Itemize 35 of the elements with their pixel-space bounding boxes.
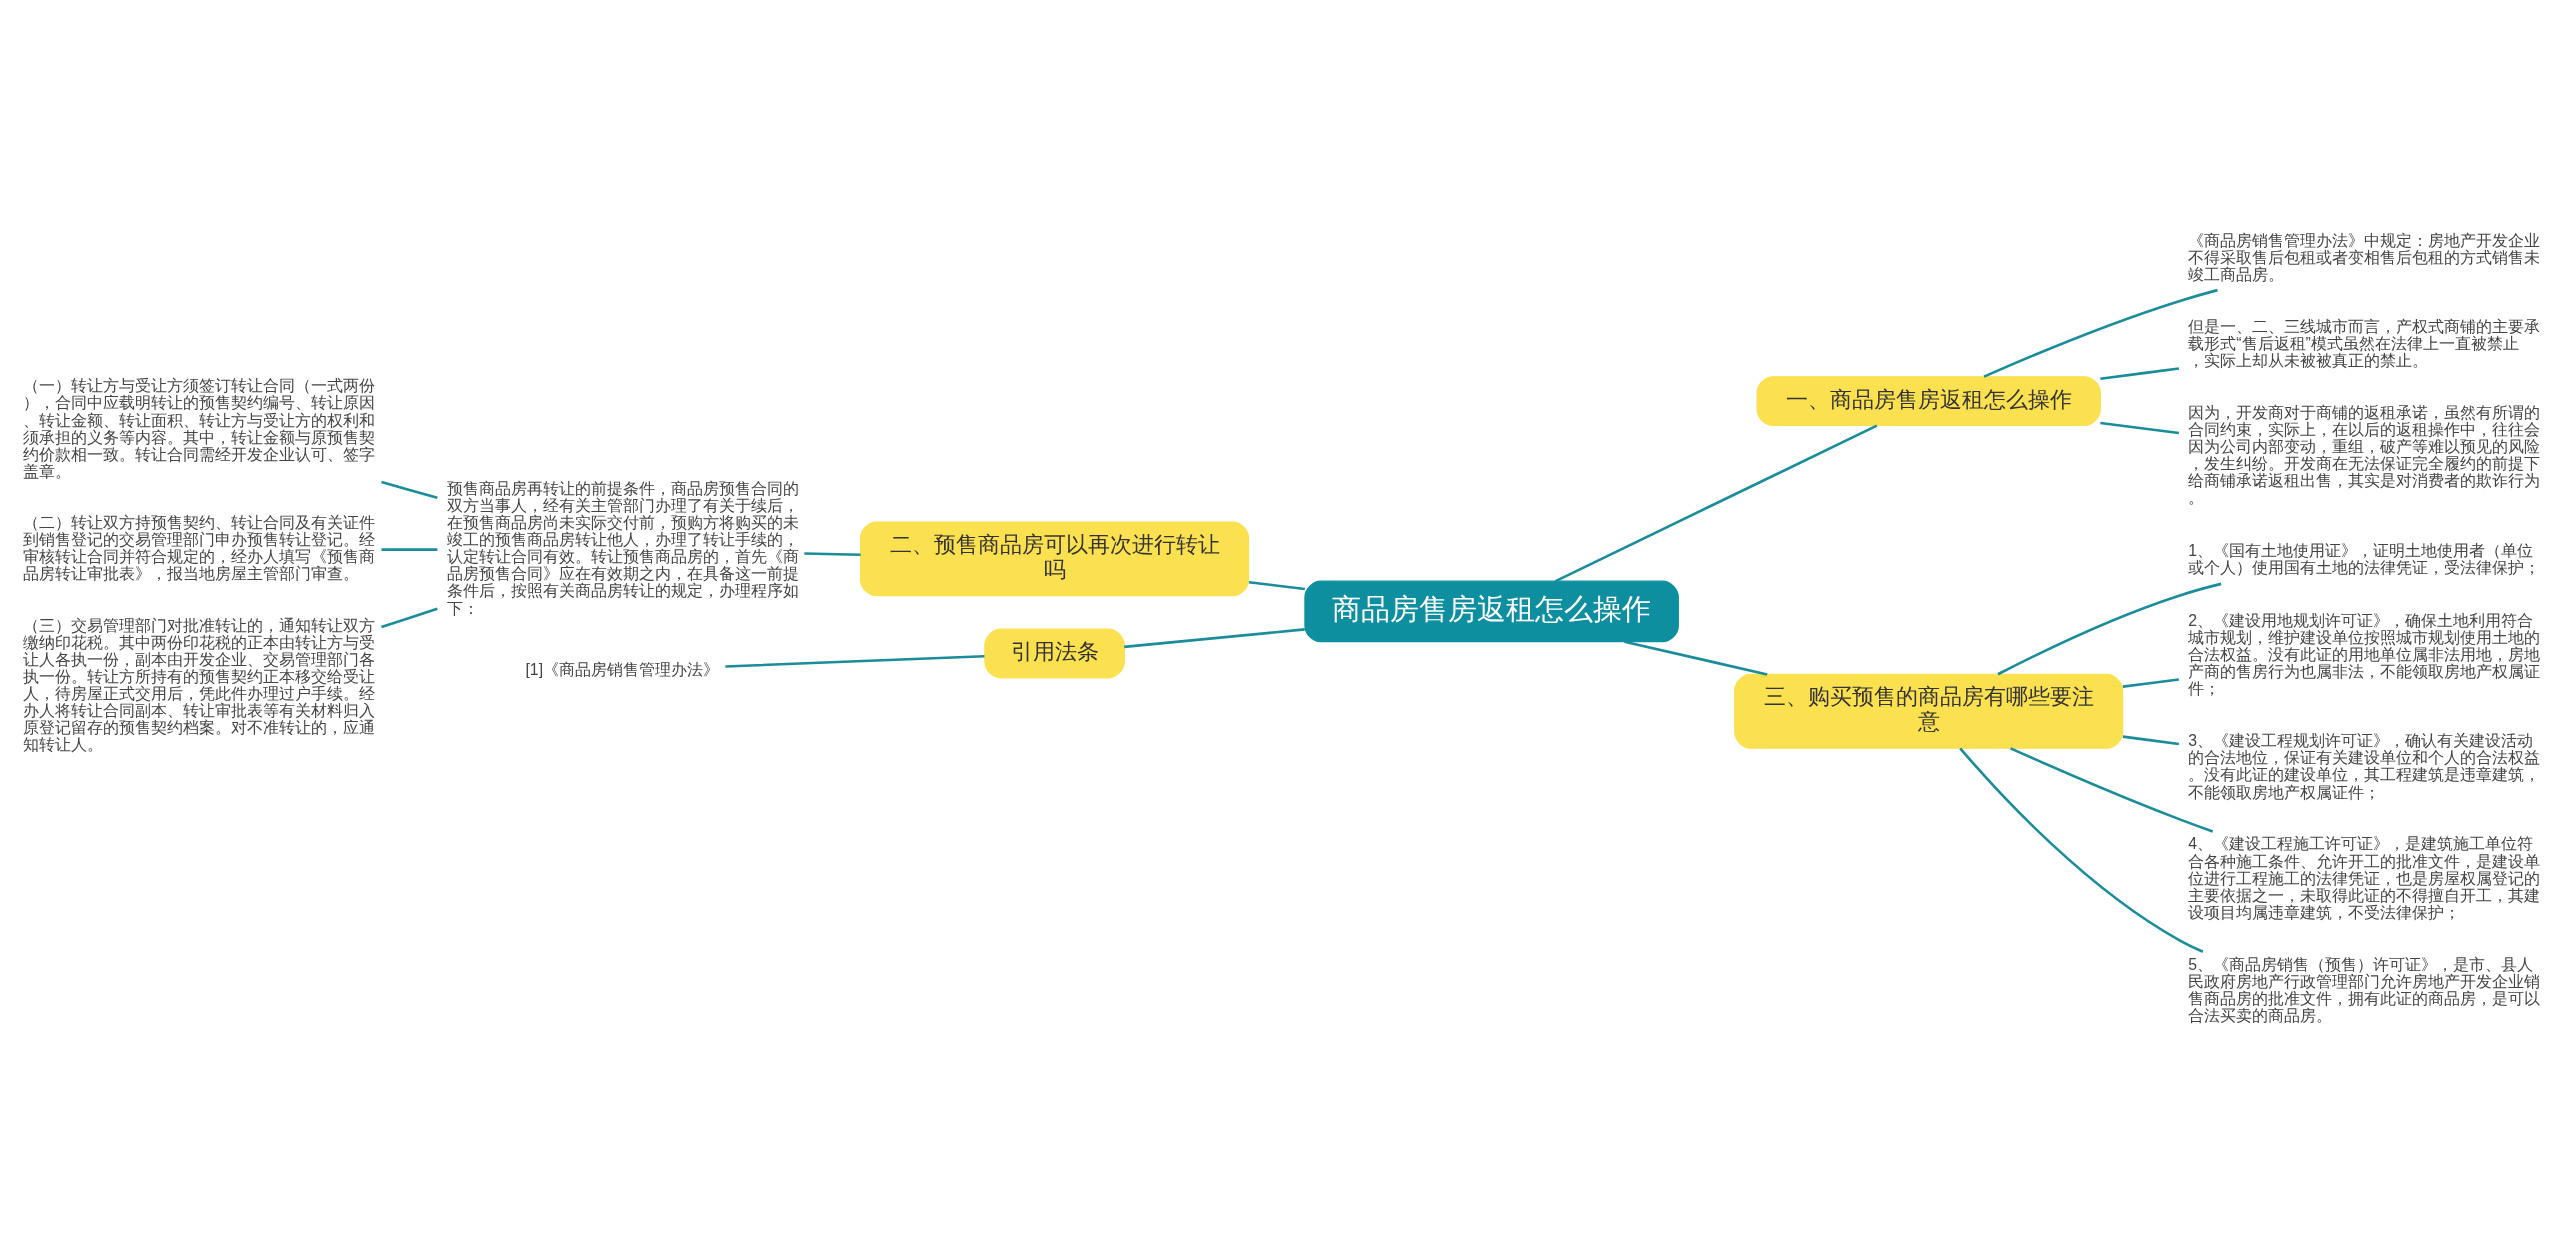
- node-text: （一）转让方与受让方须签订转让合同（一式两份），合同中应载明转让的预售契约编号、转让原因、转让金额、转让面积、转让方与受让方的权利和须承担的义务等内容。其中，转让金额与原预售契约价款相一致。转让合同需经开发企业认可、签字盖章。: [23, 377, 376, 480]
- node-box: 一、商品房售房返租怎么操作: [1756, 376, 2101, 427]
- connector: [725, 654, 985, 668]
- connector: [381, 548, 438, 551]
- connector: [1624, 640, 1768, 676]
- connector: [2122, 735, 2179, 746]
- connector: [1959, 747, 2204, 953]
- node-text: 3、《建设工程规划许可证》，确认有关建设活动的合法地位，保证有关建设单位和个人的合法权益。没有此证的建设单位，其工程建筑是违章建筑，不能领取房地产权属证件；: [2188, 732, 2541, 801]
- node-text: 但是一、二、三线城市而言，产权式商铺的主要承载形式“售后返租”模式虽然在法律上一直被禁止，实际上却从未被被真正的禁止。: [2188, 317, 2541, 369]
- connector: [2100, 421, 2180, 435]
- node-text: 5、《商品房销售（预售）许可证》，是市、县人民政府房地产行政管理部门允许房地产开发企业销售商品房的批准文件，拥有此证的商品房，是可以合法买卖的商品房。: [2188, 955, 2541, 1025]
- node-text: 因为，开发商对于商铺的返租承诺，虽然有所谓的合同约束，实际上，在以后的返租操作中，往往会因为公司内部变动，重组，破产等难以预见的风险，发生纠纷。开发商在无法保证完全履约的前提下给商铺承诺返租出售，其实是对消费者的欺诈行为。: [2188, 403, 2541, 507]
- connector: [1983, 288, 2218, 378]
- connector: [2010, 747, 2214, 833]
- connector: [1997, 582, 2222, 676]
- node-text: 1、《国有土地使用证》，证明土地使用者（单位或个人）使用国有土地的法律凭证，受法律保护；: [2188, 541, 2541, 576]
- node-text: 4、《建设工程施工许可证》，是建筑施工单位符合各种施工条件、允许开工的批准文件，是建设单位进行工程施工的法律凭证，也是房屋权属登记的主要依据之一，未取得此证的不得擅自开工，其建设项目均属违章建筑，不受法律保护；: [2188, 835, 2541, 921]
- connector: [1555, 424, 1878, 583]
- node-box: 二、预售商品房可以再次进行转让吗: [860, 521, 1250, 597]
- node-box: 商品房售房返租怎么操作: [1304, 580, 1679, 643]
- node-text: （二）转让双方持预售契约、转让合同及有关证件到销售登记的交易管理部门申办预售转让登记。经审核转让合同并符合规定的，经办人填写《预售商品房转让审批表》，报当地房屋主管部门审查。: [23, 514, 376, 583]
- node-text: 《商品房销售管理办法》中规定：房地产开发企业不得采取售后包租或者变相售后包租的方式销售未竣工商品房。: [2188, 232, 2541, 284]
- connector: [381, 607, 438, 629]
- connector: [804, 552, 861, 557]
- connector: [1124, 628, 1305, 649]
- connector: [2100, 367, 2180, 381]
- node-text: （三）交易管理部门对批准转让的，通知转让双方缴纳印花税。其中两份印花税的正本由转让方与受让人各执一份，副本由开发企业、交易管理部门各执一份。转让方所持有的预售契约正本移交给受让人，待房屋正式交用后，凭此件办理过户手续。经办人将转让合同副本、转让审批表等有关材料归入原登记留存的预售契约档案。对不准转让的，应通知转让人。: [23, 616, 376, 754]
- node-text: 预售商品房再转让的前提条件，商品房预售合同的双方当事人，经有关主管部门办理了有关于续后，在预售商品房尚未实际交付前，预购方将购买的未竣工的预售商品房转让他人，办理了转让手续的，认定转让合同有效。转让预售商品房的，首先《商品房预售合同》应在有效期之内，在具备这一前提条件后，按照有关商品房转让的规定，办理程序如下：: [446, 479, 799, 617]
- node-text: 2、《建设用地规划许可证》，确保土地利用符合城市规划，维护建设单位按照城市规划使用土地的合法权益。没有此证的用地单位属非法用地，房地产商的售房行为也属非法，不能领取房地产权属证件；: [2188, 612, 2541, 698]
- node-box: 引用法条: [984, 628, 1125, 679]
- node-text: [1]《商品房销售管理办法》: [525, 660, 720, 678]
- connector: [1248, 580, 1306, 591]
- connector: [381, 480, 438, 500]
- connector: [2122, 678, 2179, 688]
- node-box: 三、购买预售的商品房有哪些要注意: [1734, 673, 2124, 749]
